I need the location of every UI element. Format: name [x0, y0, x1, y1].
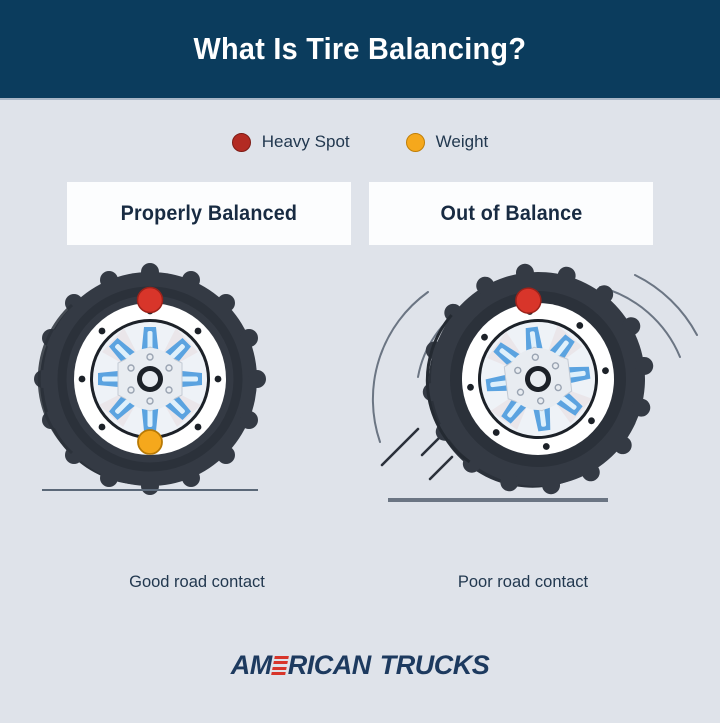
card-title-out-of-balance: Out of Balance	[440, 201, 582, 225]
rim-bolt-dots	[467, 308, 609, 450]
panel-out-of-balance	[360, 257, 720, 557]
hub-lug-holes	[127, 353, 173, 405]
hub-lug-holes	[514, 353, 562, 405]
unbalanced-wheel-illustration	[371, 263, 698, 502]
legend-label-heavy-spot: Heavy Spot	[261, 132, 350, 151]
amber-circle-icon	[405, 132, 425, 152]
spoke-highlights	[490, 331, 586, 427]
balanced-wheel-illustration	[34, 263, 266, 495]
red-circle-icon	[231, 132, 251, 152]
tire-group-tilted	[422, 263, 654, 495]
caption-good-road-contact: Good road contact	[129, 573, 265, 591]
panel-properly-balanced	[0, 257, 360, 557]
flag-e-icon	[270, 656, 289, 675]
legend: Heavy Spot Weight	[0, 132, 720, 152]
legend-label-weight: Weight	[435, 132, 489, 151]
logo-text-am: AM	[230, 650, 273, 680]
card-properly-balanced: Properly Balanced	[67, 182, 351, 245]
heavy-spot-marker	[515, 287, 542, 314]
logo-text-rican: RICAN	[287, 650, 372, 680]
spoke-highlights	[102, 331, 198, 427]
logo-text-trucks: TRUCKS	[379, 650, 490, 680]
balance-weight-marker	[137, 429, 163, 455]
card-out-of-balance: Out of Balance	[369, 182, 653, 245]
captions-row: Good road contact Poor road contact	[0, 573, 720, 592]
page-header: What Is Tire Balancing?	[0, 0, 720, 100]
americantrucks-logo: AM RICAN TRUCKS	[231, 650, 490, 681]
brand-logo: AM RICAN TRUCKS	[0, 650, 720, 681]
heavy-spot-marker	[136, 286, 164, 314]
panel-title-cards: Properly Balanced Out of Balance	[0, 182, 720, 245]
card-title-properly-balanced: Properly Balanced	[120, 201, 298, 225]
page-title: What Is Tire Balancing?	[193, 31, 527, 66]
legend-item-weight: Weight	[405, 132, 489, 152]
caption-poor-road-contact: Poor road contact	[457, 573, 589, 591]
diagram-area	[0, 257, 720, 557]
legend-item-heavy-spot: Heavy Spot	[231, 132, 350, 152]
